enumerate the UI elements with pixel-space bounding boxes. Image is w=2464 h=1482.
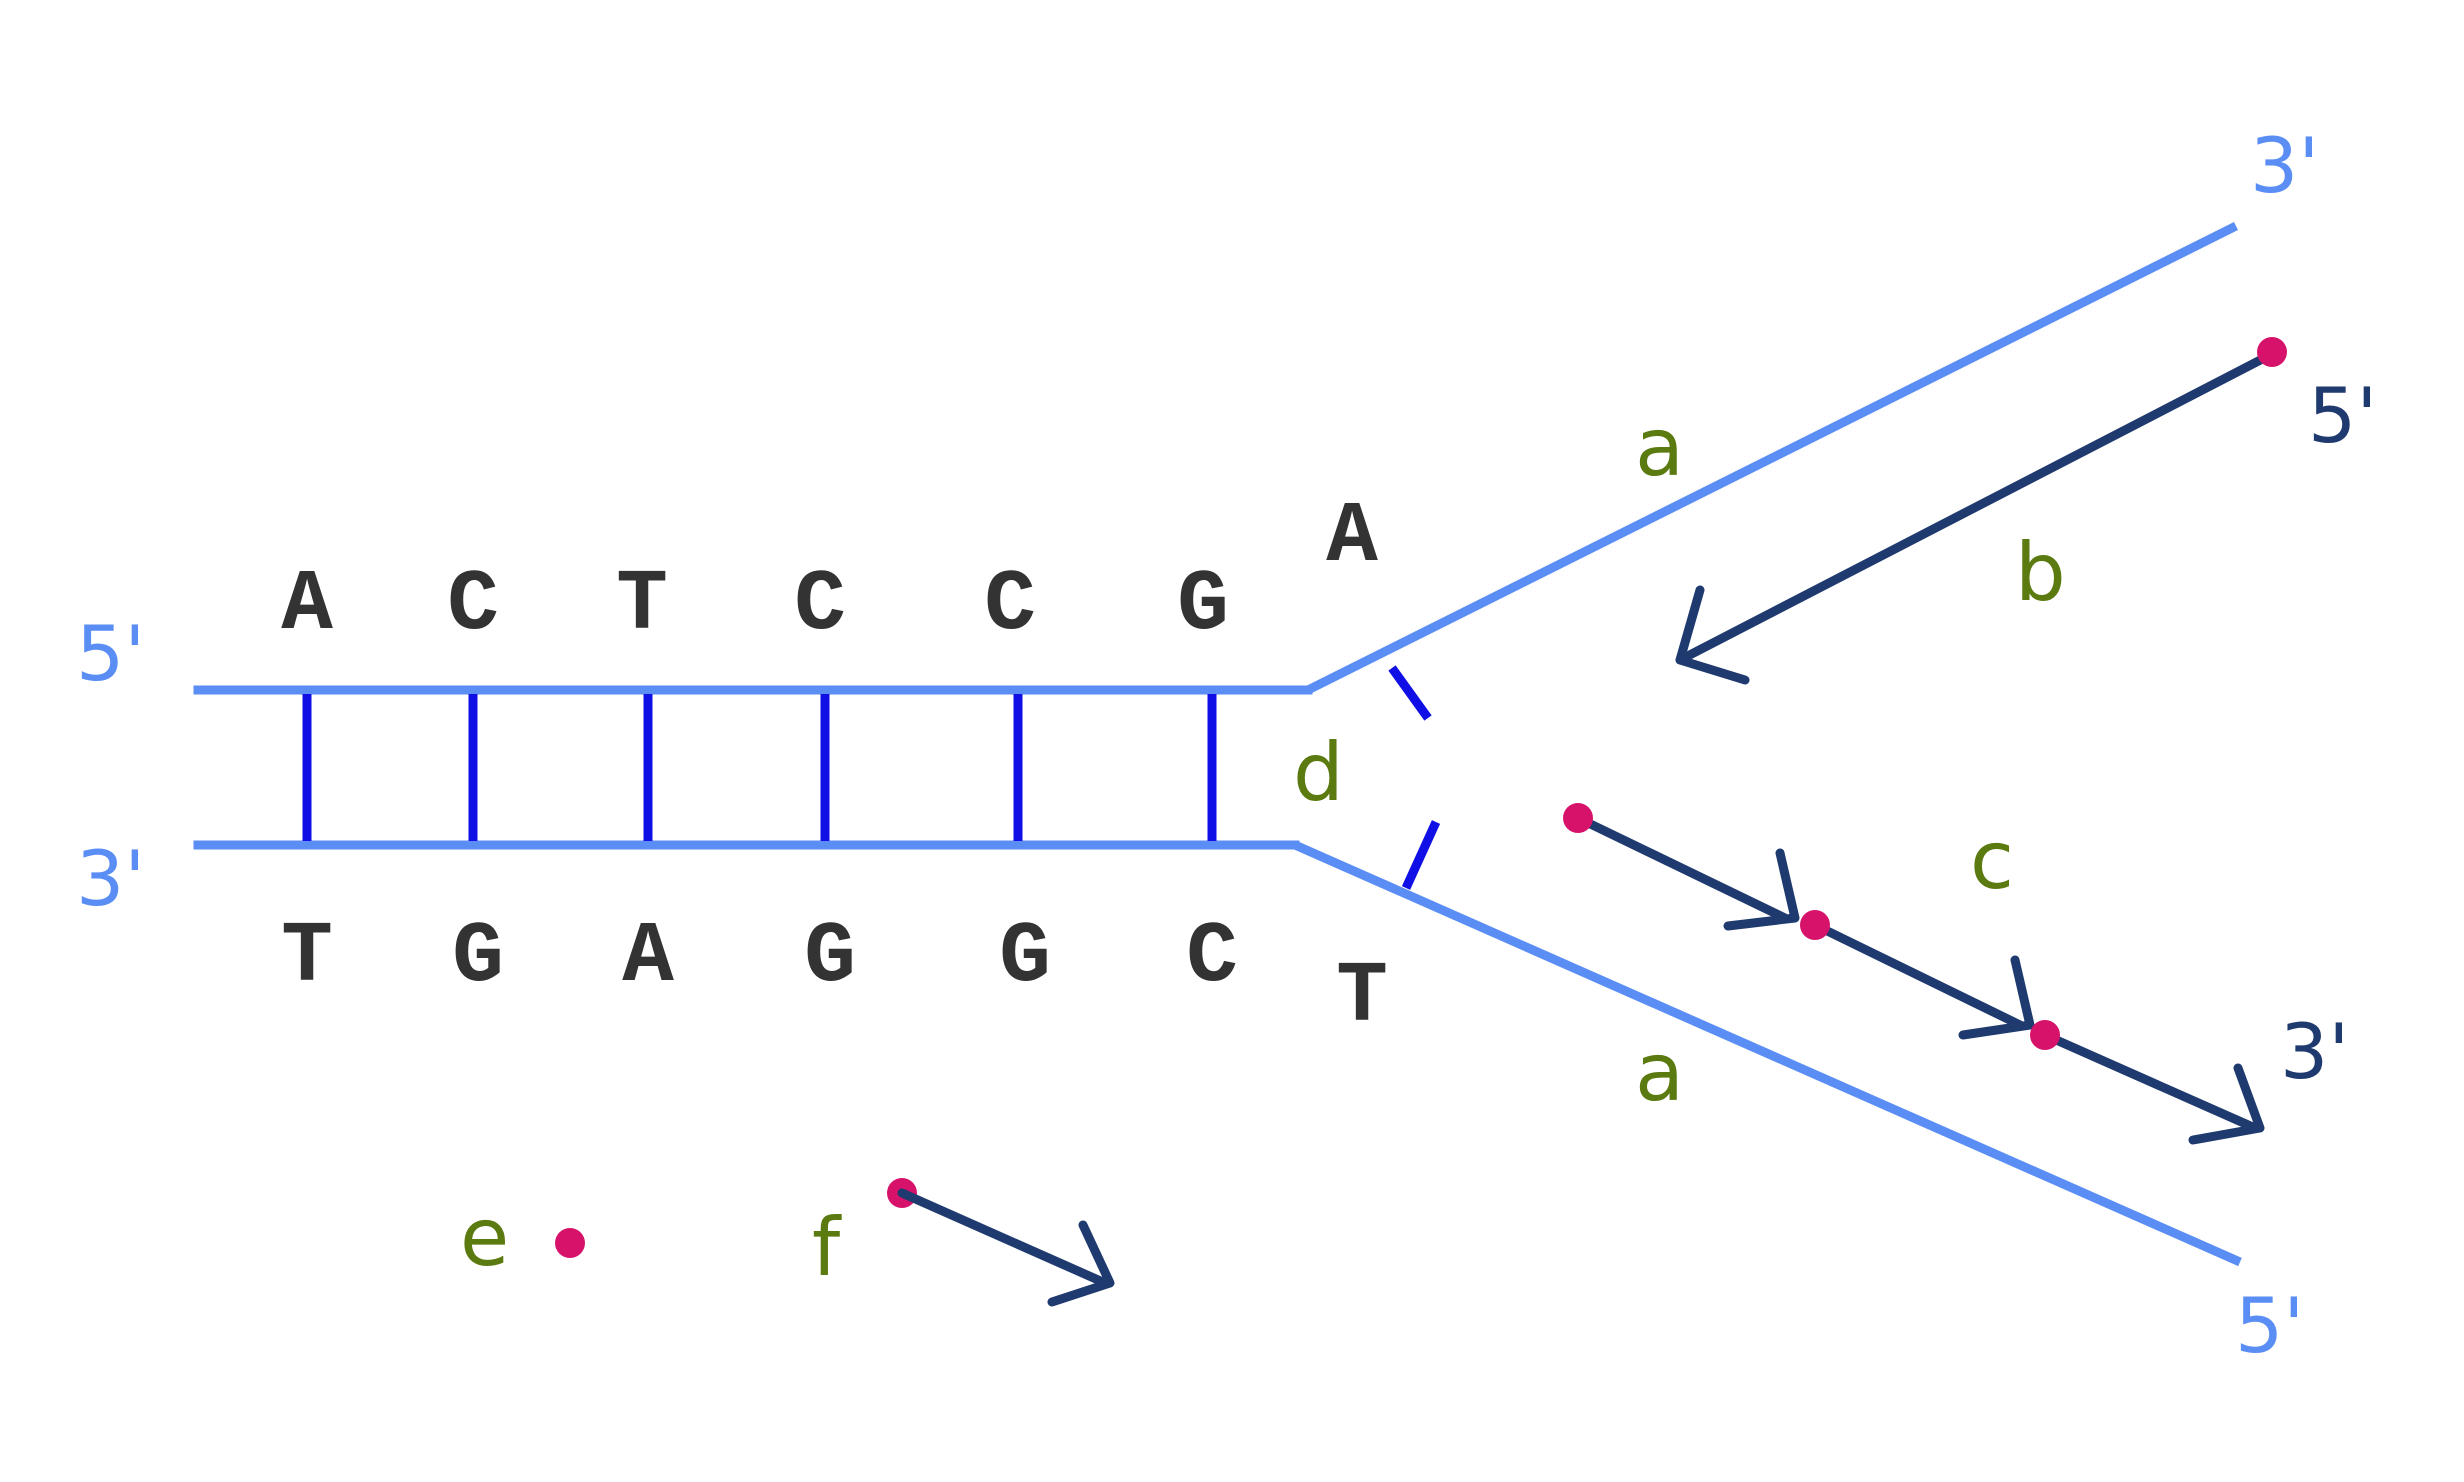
arrowhead [1958, 955, 2035, 1040]
upper-template-strand [1305, 221, 2239, 695]
strand-end-labels: 5' 3' 3' 5' [76, 121, 2319, 1370]
legend-primer-dot [555, 1228, 585, 1258]
primer-dot [2030, 1020, 2060, 1050]
arrowhead [1675, 585, 1750, 685]
bottom-base: G [452, 908, 504, 1006]
top-base: C [447, 556, 499, 654]
label-e: e [460, 1191, 509, 1284]
legend-fragment-arrow [897, 1188, 1115, 1307]
bottom-base: A [622, 908, 674, 1006]
arrowhead [2188, 1063, 2265, 1145]
primer-dot [1563, 803, 1593, 833]
leading-end-label: 3' [2280, 1007, 2349, 1096]
label-d: d [1293, 726, 1344, 819]
fragment-line [1810, 920, 2025, 1030]
template-strands [1293, 221, 2242, 1267]
primer-dot [2257, 337, 2287, 367]
top-base: A [281, 556, 333, 654]
bottom-base: C [1186, 908, 1238, 1006]
bottom-base: G [804, 908, 856, 1006]
new-strand-end-labels: 5' 3' [2280, 371, 2377, 1096]
strand-b-line [1675, 349, 2277, 665]
arrowhead [1047, 1220, 1115, 1307]
bottom-bases: T G A G G C T [281, 908, 1388, 1046]
label-b: b [2015, 526, 2066, 619]
top-bases: A C T C C G A [281, 488, 1378, 654]
fragment-line [897, 1188, 1110, 1288]
continuous-new-strand [1675, 349, 2277, 685]
bottom-left-end-label: 3' [76, 834, 145, 923]
top-base: G [1177, 556, 1229, 654]
lagging-start-end-label: 5' [2308, 371, 2377, 460]
label-c: c [1970, 814, 2014, 907]
label-a-upper: a [1635, 401, 1684, 494]
part-labels: a a b c d e f [460, 401, 2066, 1294]
fragment-line [2040, 1030, 2260, 1133]
primer-dot [1800, 910, 1830, 940]
top-left-end-label: 5' [76, 609, 145, 698]
bottom-base: T [1336, 948, 1388, 1046]
base-pair-bonds [302, 665, 1441, 890]
lower-template-strand [1293, 840, 2242, 1267]
label-f: f [812, 1201, 842, 1294]
upper-fork-end-label: 3' [2250, 121, 2319, 210]
bottom-base: T [281, 908, 333, 1006]
top-base: A [1326, 488, 1378, 586]
bottom-base: G [999, 908, 1051, 1006]
parental-duplex [193, 685, 1313, 850]
top-base: T [616, 556, 668, 654]
arrowhead [1723, 848, 1800, 931]
label-a-lower: a [1635, 1026, 1684, 1119]
fragment-line [1573, 813, 1790, 923]
top-base: C [984, 556, 1036, 654]
lower-fork-end-label: 5' [2235, 1281, 2304, 1370]
broken-bond [1388, 665, 1432, 721]
okazaki-fragments [1573, 813, 2265, 1145]
top-base: C [794, 556, 846, 654]
broken-bond [1401, 820, 1441, 890]
